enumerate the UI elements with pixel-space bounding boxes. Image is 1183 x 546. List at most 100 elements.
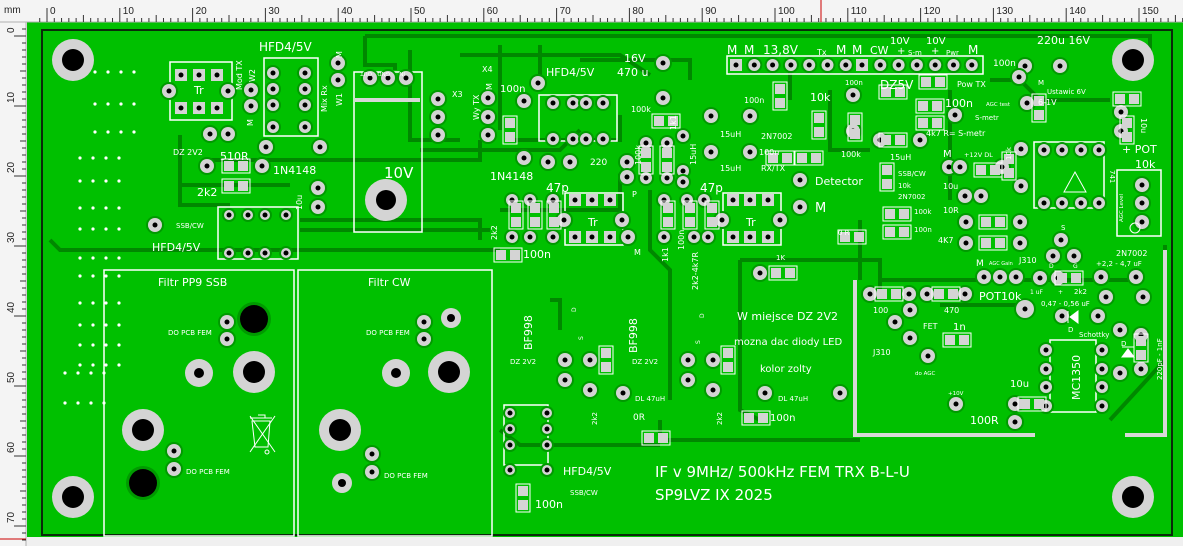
label-ssb-cw-c: SSB/CW (570, 489, 598, 497)
label-do-pcb-fem-4: DO PCB FEM (384, 472, 428, 480)
label-15uh-a: 15uH (689, 144, 698, 165)
label-m-left: M (246, 119, 255, 126)
smd-component (1054, 270, 1084, 286)
label-2k2-b: 2k2 (490, 225, 499, 240)
label-tr-mid: Tr (587, 216, 598, 229)
label-741: 741 (1108, 170, 1116, 183)
smd-component (942, 332, 972, 348)
label-m-mid: M (634, 248, 641, 257)
label-6-1v: 6-1V (1038, 98, 1057, 107)
label-schottky: Schottky (1079, 331, 1109, 339)
label-10k-c: 10k (1005, 146, 1013, 160)
label-d-bf-b: D (699, 313, 706, 318)
label-cap-range-a: +2,2 - 4,7 uF (1096, 260, 1142, 268)
smd-component (915, 98, 945, 114)
header-pin-label: M (727, 43, 737, 57)
smd-component (874, 286, 904, 302)
label-15uh-d: 15uH (890, 153, 911, 162)
label-m-12v: M (943, 149, 952, 160)
label-s-bf-b: S (695, 340, 702, 344)
label-filtr-ssb: Filtr PP9 SSB (158, 276, 227, 289)
label-m-agc: M (1038, 79, 1044, 87)
label-fet: FET (923, 322, 938, 331)
label-tr-right: Tr (745, 216, 756, 229)
smd-pads (221, 74, 1149, 513)
label-4k7-smetr: 4k7 R= S-metr (926, 129, 986, 138)
label-100r: 100R (970, 414, 999, 427)
label-hfd-top-left: HFD4/5V (259, 40, 312, 54)
label-dz-2v2-a: DZ 2V2 (173, 148, 203, 157)
label-2k2-e: 2k2 (716, 412, 724, 425)
label-filtr-cw: Filtr CW (368, 276, 411, 289)
label-10u-a: 10u (295, 195, 304, 210)
label-510r: 510R (220, 150, 249, 163)
header-pin-label: M (968, 43, 978, 57)
label-100k-b: 100k (634, 145, 643, 165)
label-p: P (632, 190, 637, 199)
label-1n: 1n (953, 322, 966, 333)
smd-component (741, 410, 771, 426)
label-2n7002-c: 2N7002 (1116, 249, 1147, 258)
label-100k-c: 100k (841, 150, 861, 159)
note-line-1: W miejsce DZ 2V2 (737, 310, 838, 323)
smd-component (546, 200, 562, 230)
smd-component (1112, 91, 1142, 107)
smd-component (493, 247, 523, 263)
label-220pf-1nf: 220pF - 1nF (1156, 338, 1164, 380)
label-2k2-4k7r: 2k2-4k7R (691, 251, 700, 290)
header-pin-label: M (852, 43, 862, 57)
label-100n-a: 100n (500, 84, 525, 95)
label-plus-10v: +10V (948, 391, 964, 397)
label-ssb-cw-a: SSB/CW (176, 222, 204, 230)
label-10u-b: 10u (943, 182, 958, 191)
label-x3: X3 (452, 90, 463, 99)
smd-component (660, 200, 676, 230)
label-10v-a: 10V (890, 36, 910, 47)
smd-component (978, 214, 1008, 230)
label-dl47uh-b: DL 47uH (778, 395, 808, 403)
label-100n-k: 100n (535, 498, 563, 511)
label-1k1-b: 1k1 (661, 247, 670, 262)
label-10v-b: 10V (926, 36, 946, 47)
label-g: G (1073, 263, 1078, 270)
label-dl47uh-a: DL 47uH (635, 395, 665, 403)
smd-component (508, 200, 524, 230)
label-d: D (1049, 263, 1054, 270)
label-pow-tx: Pow TX (957, 80, 986, 89)
header-pin-label: M (744, 43, 754, 57)
label-reg-in: IN (399, 70, 405, 76)
label-j310-a: J310 (1018, 256, 1037, 265)
label-100n-c: 100n (677, 230, 686, 250)
mounting-holes (52, 39, 1154, 518)
header-pin-label: M (836, 43, 846, 57)
label-10r: 10R (943, 206, 959, 215)
header-pin-label: 13,8V (763, 43, 799, 57)
smd-component (1017, 396, 1047, 412)
label-1k1-a: 1k1 (669, 115, 678, 130)
label-100n-i: 100n (993, 59, 1016, 69)
smd-component (638, 145, 654, 175)
label-2n7002-b: 2N7002 (898, 193, 926, 201)
label-mix-rx: Mix Rx (320, 85, 329, 112)
smd-component (878, 132, 908, 148)
note-line-2: mozna dac diody LED (734, 337, 842, 348)
label-100k-a: 100k (631, 105, 651, 114)
smd-component (878, 84, 908, 100)
label-dz2v2-b: DZ 2V2 (510, 358, 536, 366)
weee-recycle-bin-icon (249, 414, 276, 455)
header-pin-label: Tx (816, 48, 827, 57)
label-bf998-a: BF998 (522, 315, 535, 350)
label-470u: 470 u (617, 66, 648, 79)
label-plus-1uf: + (1058, 289, 1063, 296)
label-d-schottky-a: D (1068, 326, 1073, 334)
label-0r-a: 0 R (838, 229, 850, 237)
label-100n-j: 100n (770, 413, 795, 424)
label-x4: X4 (482, 65, 493, 74)
smd-component (659, 145, 675, 175)
label-hfd-mid-left: HFD4/5V (152, 241, 201, 254)
label-2k2-a: 2k2 (197, 186, 217, 199)
silkscreen-labels: HFD4/5V Mod TX W2 M Tr Mix Rx W1 M DZ 2V… (152, 34, 1164, 511)
label-470: 470 (944, 306, 959, 315)
